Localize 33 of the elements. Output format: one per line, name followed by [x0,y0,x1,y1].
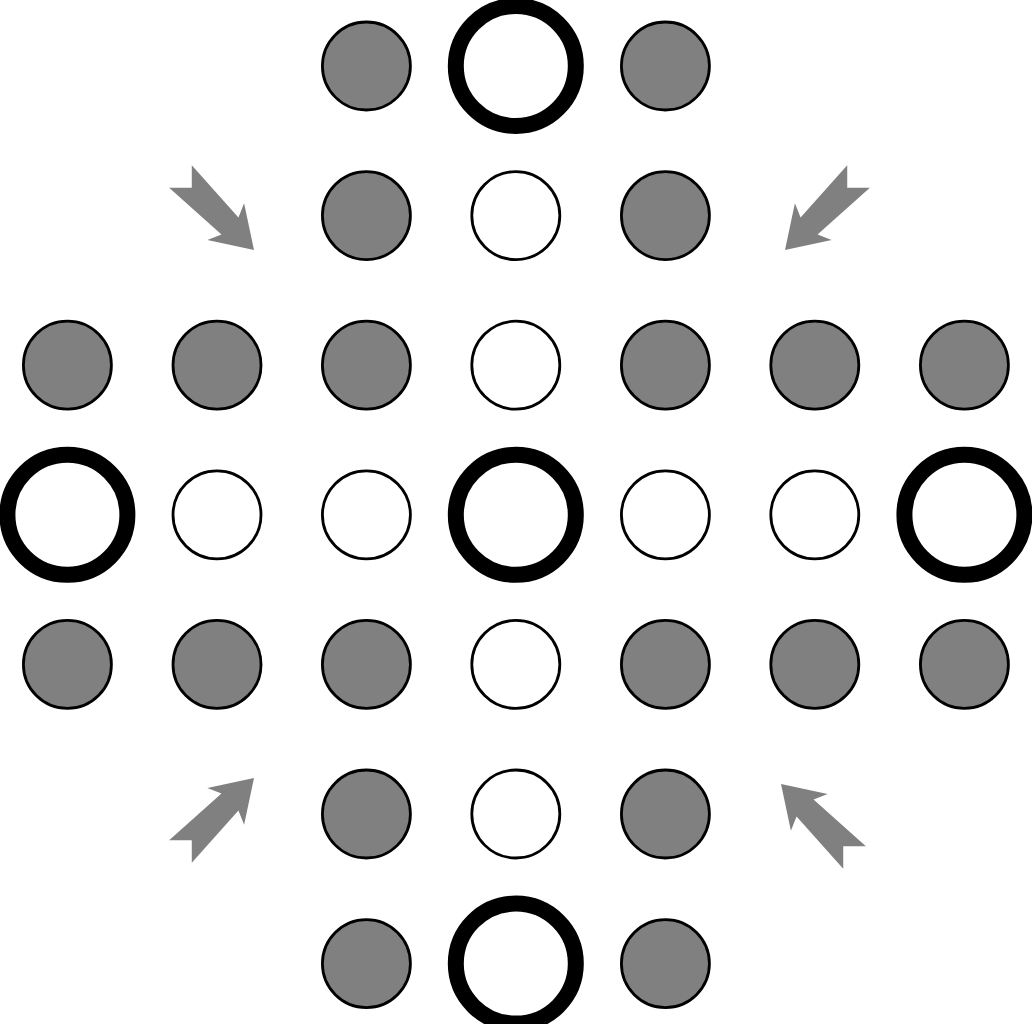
peg [919,319,1010,411]
hole [620,469,711,561]
peg [321,319,412,411]
marked-hole [447,0,584,134]
marked-hole [447,895,584,1024]
peg [620,619,711,710]
hole [171,469,263,561]
hole [470,319,562,411]
peg [620,768,711,860]
peg [321,619,412,710]
marked-hole [0,446,136,583]
peg [620,319,711,411]
hole [470,619,562,710]
peg [171,319,263,411]
peg [171,619,263,710]
hole [470,768,562,860]
peg [321,170,412,261]
peg [321,20,412,112]
peg [321,918,412,1009]
peg [321,768,412,860]
peg [620,918,711,1009]
peg [620,20,711,112]
marked-hole [896,446,1032,583]
hole [769,469,861,561]
hole [470,170,562,261]
marked-hole [447,446,584,583]
hole [321,469,412,561]
peg [22,619,113,710]
peg [620,170,711,261]
peg [769,319,861,411]
peg [919,619,1010,710]
peg [22,319,113,411]
peg [769,619,861,710]
